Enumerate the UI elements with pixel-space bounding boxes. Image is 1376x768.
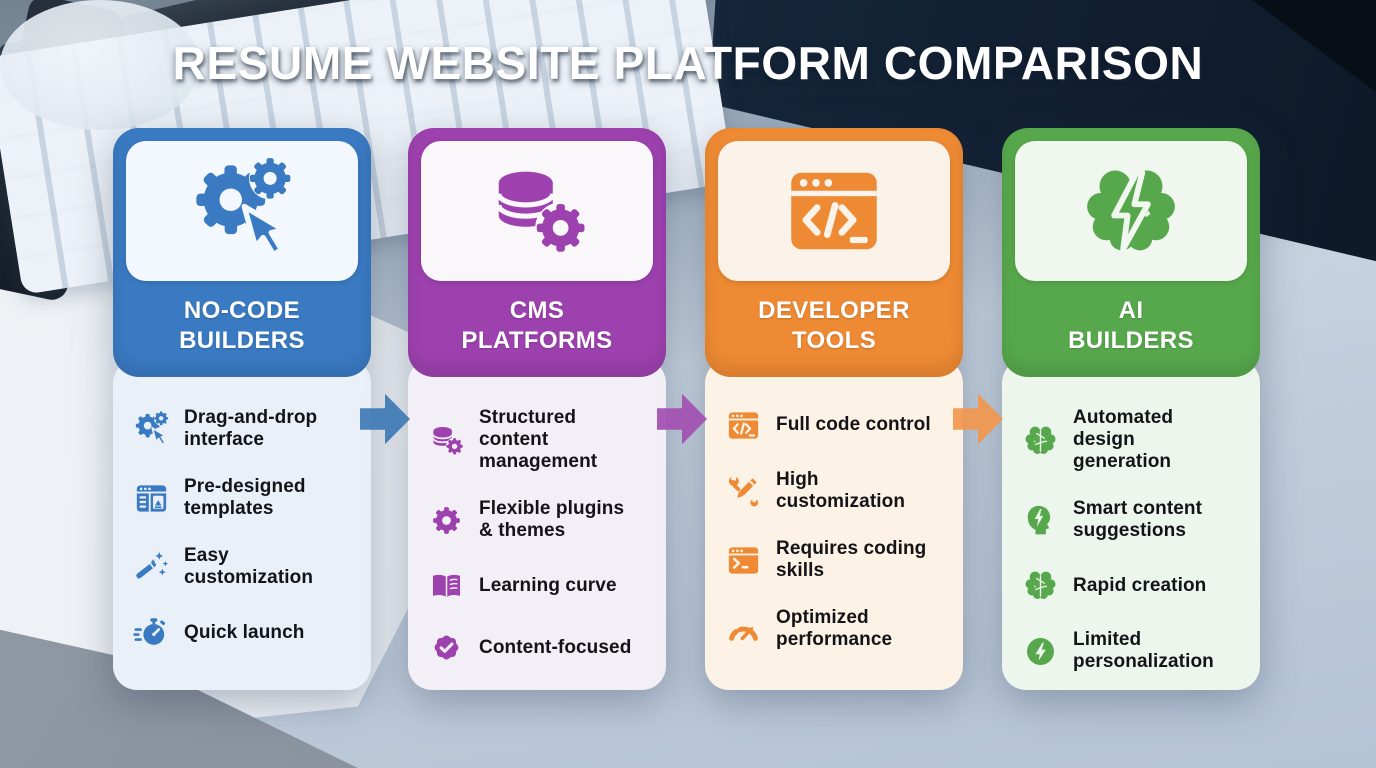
gears-cursor-icon bbox=[196, 157, 292, 258]
feature-item: Automated design generation bbox=[1022, 407, 1248, 473]
wrench-pencil-icon bbox=[728, 474, 759, 507]
feature-item: Learning curve bbox=[428, 567, 654, 604]
feature-text: Learning curve bbox=[479, 574, 617, 596]
feature-item: Optimized performance bbox=[725, 607, 951, 651]
column-header-cms-platforms: CMS PLATFORMS bbox=[408, 128, 666, 377]
feature-text: High customization bbox=[776, 469, 906, 513]
brain-icon bbox=[1025, 571, 1056, 600]
page-title: RESUME WEBSITE PLATFORM COMPARISON bbox=[172, 37, 1204, 89]
column-title: DEVELOPER TOOLS bbox=[758, 297, 910, 354]
column-title: AI BUILDERS bbox=[1068, 297, 1194, 354]
feature-item: Drag-and-drop interface bbox=[133, 407, 359, 451]
feature-text: Limited personalization bbox=[1073, 629, 1214, 673]
column-icon-panel bbox=[126, 141, 358, 281]
column-header-developer-tools: DEVELOPER TOOLS bbox=[705, 128, 963, 377]
feature-item: Quick launch bbox=[133, 614, 359, 651]
feature-text: Automated design generation bbox=[1073, 407, 1174, 473]
feature-item: Pre-designed templates bbox=[133, 476, 359, 520]
plain-gear-icon bbox=[433, 506, 460, 534]
gears-cursor-icon bbox=[135, 410, 169, 445]
feature-text: Structured content management bbox=[479, 407, 598, 473]
feature-text: Flexible plugins & themes bbox=[479, 498, 625, 542]
feature-item: Limited personalization bbox=[1022, 629, 1248, 673]
gauge-icon bbox=[729, 626, 758, 641]
feature-text: Content-focused bbox=[479, 636, 632, 658]
feature-text: Optimized performance bbox=[776, 607, 893, 651]
open-book-icon bbox=[433, 575, 460, 597]
column-header-ai-builders: AI BUILDERS bbox=[1002, 128, 1260, 377]
feature-item: Requires coding skills bbox=[725, 538, 951, 582]
feature-item: Smart content suggestions bbox=[1022, 498, 1248, 542]
mouse bbox=[0, 0, 200, 130]
database-gear-icon bbox=[432, 426, 464, 455]
feature-item: Easy customization bbox=[133, 545, 359, 589]
column-icon-panel bbox=[1015, 141, 1247, 281]
feature-text: Pre-designed templates bbox=[184, 476, 306, 520]
brain-bolt-icon bbox=[1087, 169, 1175, 253]
feature-text: Drag-and-drop interface bbox=[184, 407, 318, 451]
feature-text: Easy customization bbox=[184, 545, 314, 589]
feature-text: Smart content suggestions bbox=[1073, 498, 1203, 542]
feature-item: High customization bbox=[725, 469, 951, 513]
column-title: CMS PLATFORMS bbox=[461, 297, 613, 354]
database-gear-icon bbox=[496, 171, 587, 254]
feature-text: Full code control bbox=[776, 414, 931, 436]
feature-text: Requires coding skills bbox=[776, 538, 927, 582]
column-icon-panel bbox=[718, 141, 950, 281]
feature-item: Rapid creation bbox=[1022, 567, 1248, 604]
brain-icon bbox=[1025, 426, 1056, 454]
magic-wand-icon bbox=[136, 551, 169, 579]
terminal-window-icon bbox=[728, 546, 759, 574]
stopwatch-icon bbox=[133, 618, 166, 646]
feature-item: Full code control bbox=[725, 407, 951, 444]
head-bolt-icon bbox=[1027, 505, 1051, 534]
column-header-no-code-builders: NO-CODE BUILDERS bbox=[113, 128, 371, 377]
feature-item: Content-focused bbox=[428, 629, 654, 666]
circle-bolt-icon bbox=[1027, 637, 1054, 665]
code-window-icon bbox=[728, 412, 759, 439]
feature-item: Flexible plugins & themes bbox=[428, 498, 654, 542]
column-title: NO-CODE BUILDERS bbox=[179, 297, 305, 354]
code-window-icon bbox=[791, 172, 877, 250]
gear-check-icon bbox=[434, 635, 459, 660]
feature-text: Rapid creation bbox=[1073, 574, 1207, 596]
feature-item: Structured content management bbox=[428, 407, 654, 473]
column-icon-panel bbox=[421, 141, 653, 281]
feature-text: Quick launch bbox=[184, 621, 305, 643]
template-window-icon bbox=[136, 484, 167, 512]
